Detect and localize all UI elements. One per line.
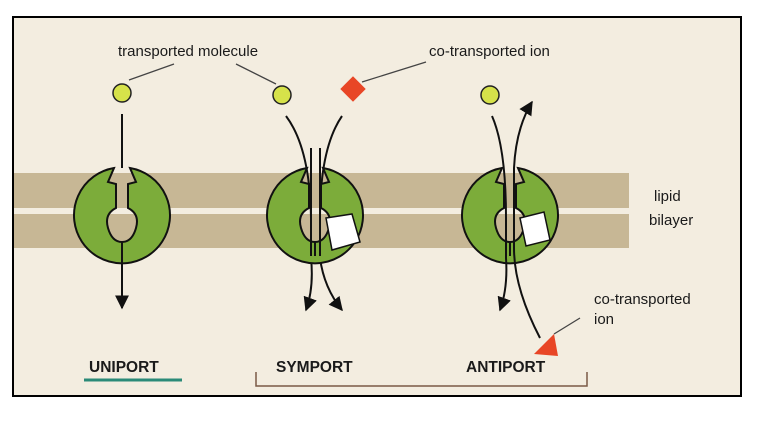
co-transported-ion-symport bbox=[340, 76, 366, 102]
antiport-transporter bbox=[461, 100, 559, 339]
transport-diagram: transported molecule co-transported ion … bbox=[12, 16, 742, 397]
label-bilayer: bilayer bbox=[649, 212, 693, 229]
label-symport: SYMPORT bbox=[276, 359, 353, 376]
label-lipid: lipid bbox=[654, 188, 681, 205]
label-ion-bottom: ion bbox=[594, 311, 614, 328]
coupled-transport-bracket bbox=[255, 372, 588, 387]
transported-molecule-uniport bbox=[112, 83, 132, 103]
transported-molecule-symport bbox=[272, 85, 292, 105]
transported-molecule-antiport bbox=[480, 85, 500, 105]
uniport-transporter bbox=[73, 114, 171, 310]
co-transported-ion-antiport bbox=[534, 334, 558, 356]
label-uniport: UNIPORT bbox=[89, 359, 159, 376]
label-antiport: ANTIPORT bbox=[466, 359, 546, 376]
label-transported-molecule: transported molecule bbox=[118, 43, 258, 60]
symport-transporter bbox=[266, 115, 364, 312]
label-co-transported-ion-top: co-transported ion bbox=[429, 43, 550, 60]
leader-lines bbox=[128, 61, 581, 335]
label-co-transported-bottom: co-transported bbox=[594, 291, 691, 308]
